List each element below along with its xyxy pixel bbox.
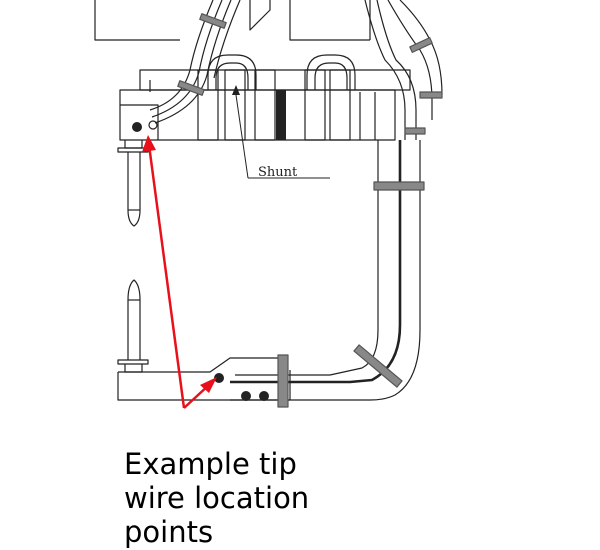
shunt-leader-line [235, 94, 330, 179]
shunt-assembly [197, 54, 376, 141]
upper-tip-arm [117, 140, 149, 227]
shunt-label: Shunt [258, 165, 298, 180]
cable-column-and-elbow [230, 140, 425, 401]
upper-tip-point [132, 122, 142, 132]
caption-line-2: wire location [124, 481, 310, 515]
lower-tip-point [214, 373, 224, 383]
caption-line-1: Example tip [124, 447, 297, 481]
tip-wire-points [132, 120, 269, 401]
pointer-arrows [142, 135, 217, 409]
lower-tip-arm [117, 279, 149, 373]
shunt-leader-arrow [232, 85, 240, 95]
upper-cable-bundle [149, 0, 241, 124]
upper-housing [94, 0, 411, 141]
right-cable-run [364, 0, 443, 140]
caption-line-3: points [124, 515, 214, 549]
